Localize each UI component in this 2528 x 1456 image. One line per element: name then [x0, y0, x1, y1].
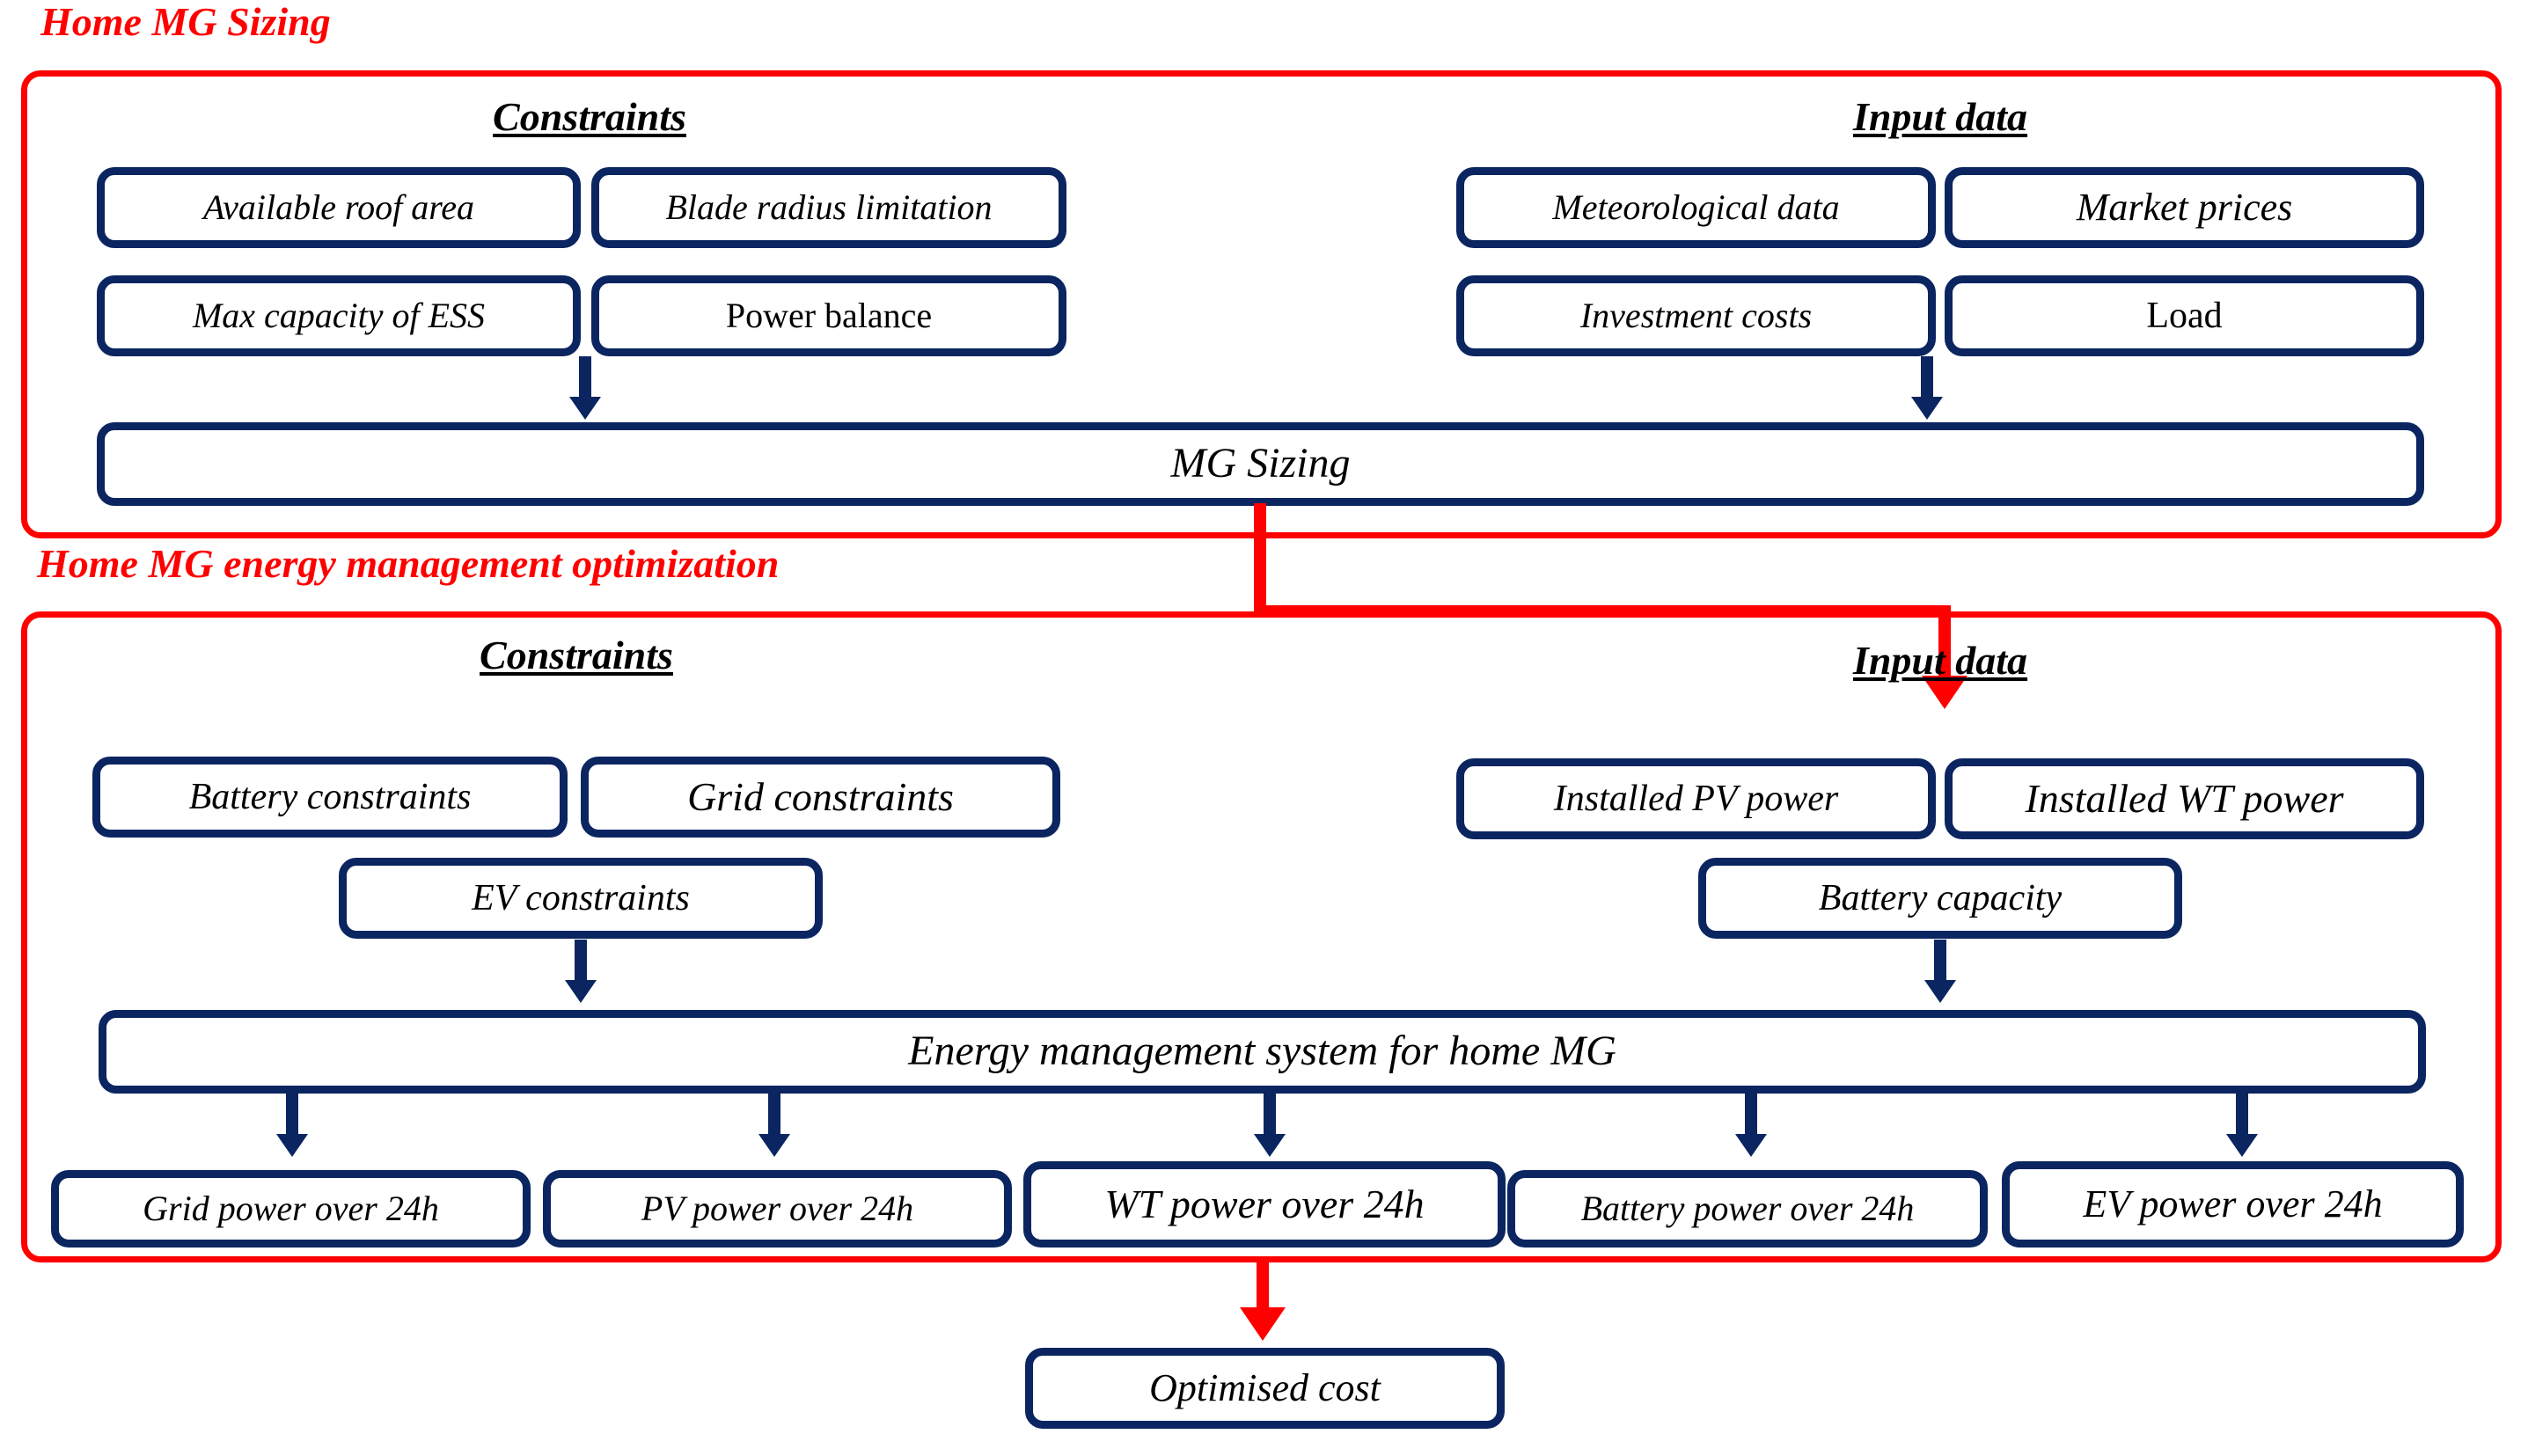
ems-constraint-box-3[interactable]: EV constraints	[339, 858, 823, 939]
ems-constraint-box-2[interactable]: Grid constraints	[581, 757, 1060, 838]
ems-input-label-3: Battery capacity	[1818, 877, 2063, 918]
sizing-constraint-label-4: Power balance	[725, 296, 933, 335]
ems-process-label: Energy management system for home MG	[908, 1028, 1616, 1075]
ems-constraint-box-1[interactable]: Battery constraints	[92, 757, 568, 838]
panel-ems-title: Home MG energy management optimization	[37, 541, 780, 586]
ems-input-box-1[interactable]: Installed PV power	[1456, 758, 1936, 839]
ems-output-box-1[interactable]: Grid power over 24h	[51, 1170, 531, 1247]
sizing-constraint-box-3[interactable]: Max capacity of ESS	[97, 275, 581, 356]
sizing-constraints-header: Constraints	[493, 94, 686, 139]
connector-red-vertical-1	[1254, 503, 1266, 618]
ems-constraint-label-2: Grid constraints	[687, 773, 954, 819]
arrow-ems-inputs-to-process	[1923, 940, 1958, 1003]
ems-constraint-label-3: EV constraints	[472, 877, 690, 918]
sizing-input-header: Input data	[1852, 94, 2028, 139]
arrow-ems-to-output-3	[1252, 1094, 1287, 1157]
ems-constraint-label-1: Battery constraints	[188, 776, 472, 817]
ems-input-header: Input data	[1852, 638, 2028, 683]
ems-output-label-1: Grid power over 24h	[143, 1189, 439, 1228]
sizing-constraint-label-3: Max capacity of ESS	[192, 296, 486, 335]
ems-constraints-header: Constraints	[480, 633, 673, 677]
ems-output-label-4: Battery power over 24h	[1580, 1189, 1915, 1228]
sizing-input-box-1[interactable]: Meteorological data	[1456, 167, 1936, 248]
sizing-constraint-box-4[interactable]: Power balance	[591, 275, 1066, 356]
sizing-input-box-3[interactable]: Investment costs	[1456, 275, 1936, 356]
arrow-sizing-inputs-to-process	[1909, 356, 1945, 420]
ems-input-label-1: Installed PV power	[1553, 778, 1839, 819]
connector-red-arrowhead	[1922, 676, 1967, 709]
ems-input-box-2[interactable]: Installed WT power	[1945, 758, 2424, 839]
sizing-input-label-1: Meteorological data	[1552, 187, 1840, 227]
result-box[interactable]: Optimised cost	[1025, 1348, 1505, 1429]
ems-output-label-2: PV power over 24h	[641, 1189, 914, 1228]
connector-red-vertical-2	[1938, 605, 1951, 683]
arrow-ems-constraints-to-process	[563, 940, 598, 1003]
sizing-constraint-label-2: Blade radius limitation	[665, 187, 993, 227]
panel-sizing-title: Home MG Sizing	[40, 0, 331, 44]
sizing-constraint-box-2[interactable]: Blade radius limitation	[591, 167, 1066, 248]
sizing-input-label-2: Market prices	[2076, 185, 2293, 229]
ems-output-label-3: WT power over 24h	[1104, 1181, 1425, 1226]
result-red-arrowhead	[1240, 1307, 1286, 1341]
result-red-shaft	[1257, 1260, 1269, 1314]
arrow-ems-to-output-4	[1733, 1094, 1769, 1157]
result-label: Optimised cost	[1149, 1365, 1381, 1409]
arrow-ems-to-output-1	[275, 1094, 310, 1157]
ems-input-box-3[interactable]: Battery capacity	[1698, 858, 2182, 939]
ems-output-label-5: EV power over 24h	[2083, 1182, 2383, 1226]
ems-output-box-3[interactable]: WT power over 24h	[1023, 1161, 1506, 1247]
sizing-process-box[interactable]: MG Sizing	[97, 422, 2424, 506]
sizing-constraint-label-1: Available roof area	[202, 187, 475, 227]
panel-ems	[21, 611, 2502, 1262]
sizing-input-label-3: Investment costs	[1579, 296, 1813, 335]
ems-output-box-5[interactable]: EV power over 24h	[2002, 1161, 2464, 1247]
ems-output-box-4[interactable]: Battery power over 24h	[1507, 1170, 1988, 1247]
ems-input-label-2: Installed WT power	[2025, 775, 2344, 821]
arrow-ems-to-output-2	[757, 1094, 792, 1157]
arrow-sizing-constraints-to-process	[568, 356, 603, 420]
sizing-constraint-box-1[interactable]: Available roof area	[97, 167, 581, 248]
sizing-input-box-2[interactable]: Market prices	[1945, 167, 2424, 248]
arrow-ems-to-output-5	[2224, 1094, 2260, 1157]
sizing-input-box-4[interactable]: Load	[1945, 275, 2424, 356]
sizing-input-label-4: Load	[2146, 295, 2223, 336]
ems-output-box-2[interactable]: PV power over 24h	[543, 1170, 1012, 1247]
ems-process-box[interactable]: Energy management system for home MG	[99, 1010, 2426, 1094]
sizing-process-label: MG Sizing	[1170, 440, 1351, 487]
